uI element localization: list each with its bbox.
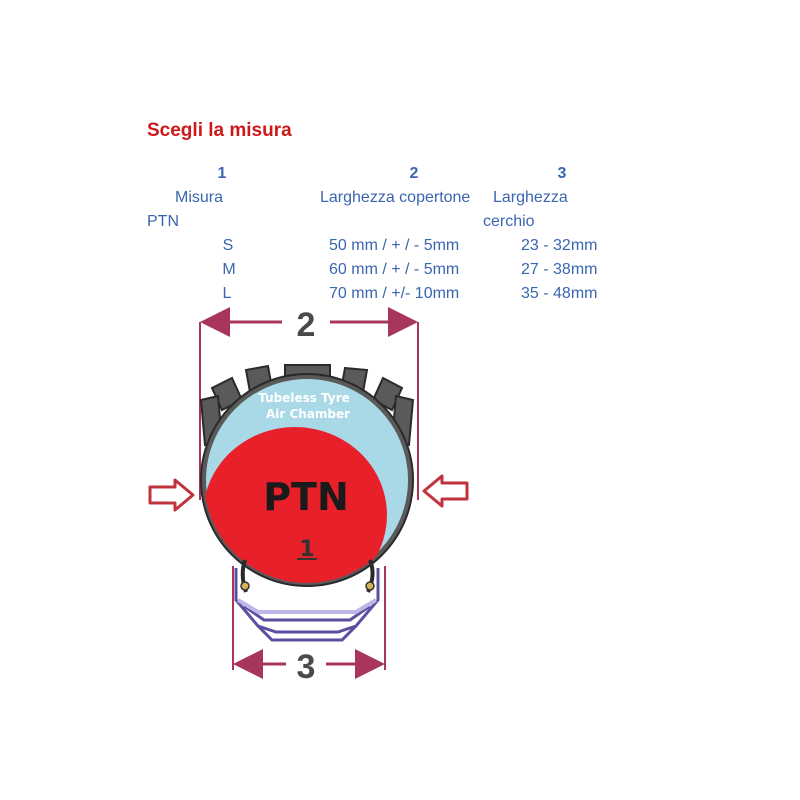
right-pressure-arrow: [422, 474, 469, 508]
row-rim-width: 35 - 48mm: [521, 285, 598, 302]
row-rim-width: 27 - 38mm: [521, 261, 598, 278]
row-tyre-width: 50 mm / + / - 5mm: [329, 237, 460, 254]
column-number-2: 2: [409, 165, 419, 182]
dimension-label-2: 2: [297, 306, 316, 344]
header-size-line2: PTN: [147, 213, 179, 230]
header-rim-width-line1: Larghezza: [493, 189, 568, 206]
air-chamber-label-line2: Air Chamber: [266, 407, 350, 421]
rim: [234, 568, 380, 642]
dimension-tyre-width: 2: [199, 306, 419, 500]
ptn-insert: [204, 427, 387, 583]
ptn-insert-label: PTN: [263, 475, 349, 519]
header-tyre-width: Larghezza copertone: [320, 189, 471, 206]
row-rim-width: 23 - 32mm: [521, 237, 598, 254]
row-size: M: [222, 261, 236, 278]
air-chamber-label-line1: Tubeless Tyre: [258, 391, 350, 405]
header-rim-width-line2: cerchio: [483, 213, 535, 230]
header-size-line1: Misura: [175, 189, 224, 206]
row-size: S: [222, 237, 234, 254]
column-number-3: 3: [557, 165, 567, 182]
left-pressure-arrow: [148, 478, 195, 512]
row-tyre-width: 70 mm / +/- 10mm: [329, 285, 460, 302]
dimension-rim-width: 3: [232, 566, 386, 686]
column-number-1: 1: [217, 165, 227, 182]
row-size: L: [222, 285, 232, 302]
dimension-label-3: 3: [297, 648, 316, 686]
ptn-insert-number: 1: [299, 537, 314, 562]
row-tyre-width: 60 mm / + / - 5mm: [329, 261, 460, 278]
page-title: Scegli la misura: [147, 120, 292, 141]
